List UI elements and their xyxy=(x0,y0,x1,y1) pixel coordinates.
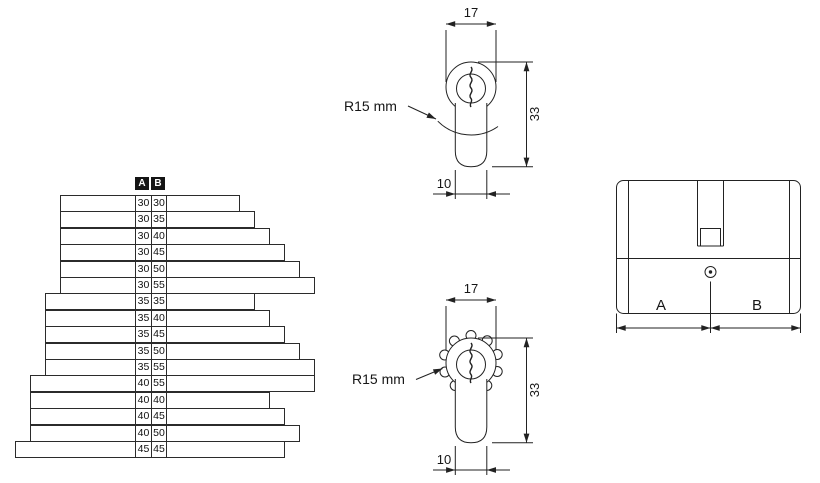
size-b-value: 45 xyxy=(151,327,167,342)
front-view-knob-side: 17 R15 mm xyxy=(352,281,542,475)
size-a-value: 35 xyxy=(135,327,151,342)
size-a-value: 30 xyxy=(135,212,151,227)
radius-arc xyxy=(437,120,499,136)
side-view-cylinder: A B xyxy=(616,180,801,333)
dim-base-label: 10 xyxy=(437,452,451,467)
size-b-value: 50 xyxy=(151,262,167,277)
size-b-value: 55 xyxy=(151,360,167,375)
size-a-value: 30 xyxy=(135,262,151,277)
size-b-value: 55 xyxy=(151,278,167,293)
dim-height-label: 33 xyxy=(527,107,542,121)
size-b-value: 40 xyxy=(151,393,167,408)
dim-base-label: 10 xyxy=(437,176,451,191)
dim-width-label: 17 xyxy=(464,5,478,20)
size-b-value: 45 xyxy=(151,442,167,457)
size-a-value: 30 xyxy=(135,278,151,293)
dim-height-label: 33 xyxy=(527,383,542,397)
size-b-value: 55 xyxy=(151,376,167,391)
dim-b-label: B xyxy=(752,297,762,314)
size-a-value: 30 xyxy=(135,245,151,260)
size-b-value: 40 xyxy=(151,229,167,244)
dim-width-label: 17 xyxy=(464,281,478,296)
size-b-value: 35 xyxy=(151,212,167,227)
size-a-value: 40 xyxy=(135,376,151,391)
size-b-value: 45 xyxy=(151,409,167,424)
keyway-profile xyxy=(469,342,473,384)
size-a-value: 40 xyxy=(135,393,151,408)
size-col-a-header: A xyxy=(135,177,149,190)
size-a-value: 35 xyxy=(135,344,151,359)
size-b-value: 50 xyxy=(151,426,167,441)
cam xyxy=(700,228,721,247)
size-a-value: 35 xyxy=(135,294,151,309)
size-b-value: 40 xyxy=(151,311,167,326)
radius-note-label: R15 mm xyxy=(352,371,405,387)
size-b-value: 45 xyxy=(151,245,167,260)
cylinder-body-profile xyxy=(454,379,488,444)
size-a-value: 40 xyxy=(135,426,151,441)
size-b-value: 50 xyxy=(151,344,167,359)
size-b-value: 30 xyxy=(151,196,167,211)
size-a-value: 40 xyxy=(135,409,151,424)
front-view-key-side: 17 R15 mm 33 10 xyxy=(344,5,542,199)
radius-note-label: R15 mm xyxy=(344,98,397,114)
size-a-value: 45 xyxy=(135,442,151,457)
dim-a-label: A xyxy=(656,297,666,314)
size-a-value: 30 xyxy=(135,196,151,211)
size-a-value: 35 xyxy=(135,360,151,375)
size-col-b-header: B xyxy=(151,177,165,190)
screw-hole-center xyxy=(708,270,713,274)
size-a-value: 30 xyxy=(135,229,151,244)
size-a-value: 35 xyxy=(135,311,151,326)
cylinder-side-outline xyxy=(616,180,801,314)
size-b-value: 35 xyxy=(151,294,167,309)
radius-leader-arrow xyxy=(407,105,437,120)
keyway-profile xyxy=(469,66,473,108)
screw-hole xyxy=(704,266,717,278)
radius-leader-arrow xyxy=(415,368,443,380)
